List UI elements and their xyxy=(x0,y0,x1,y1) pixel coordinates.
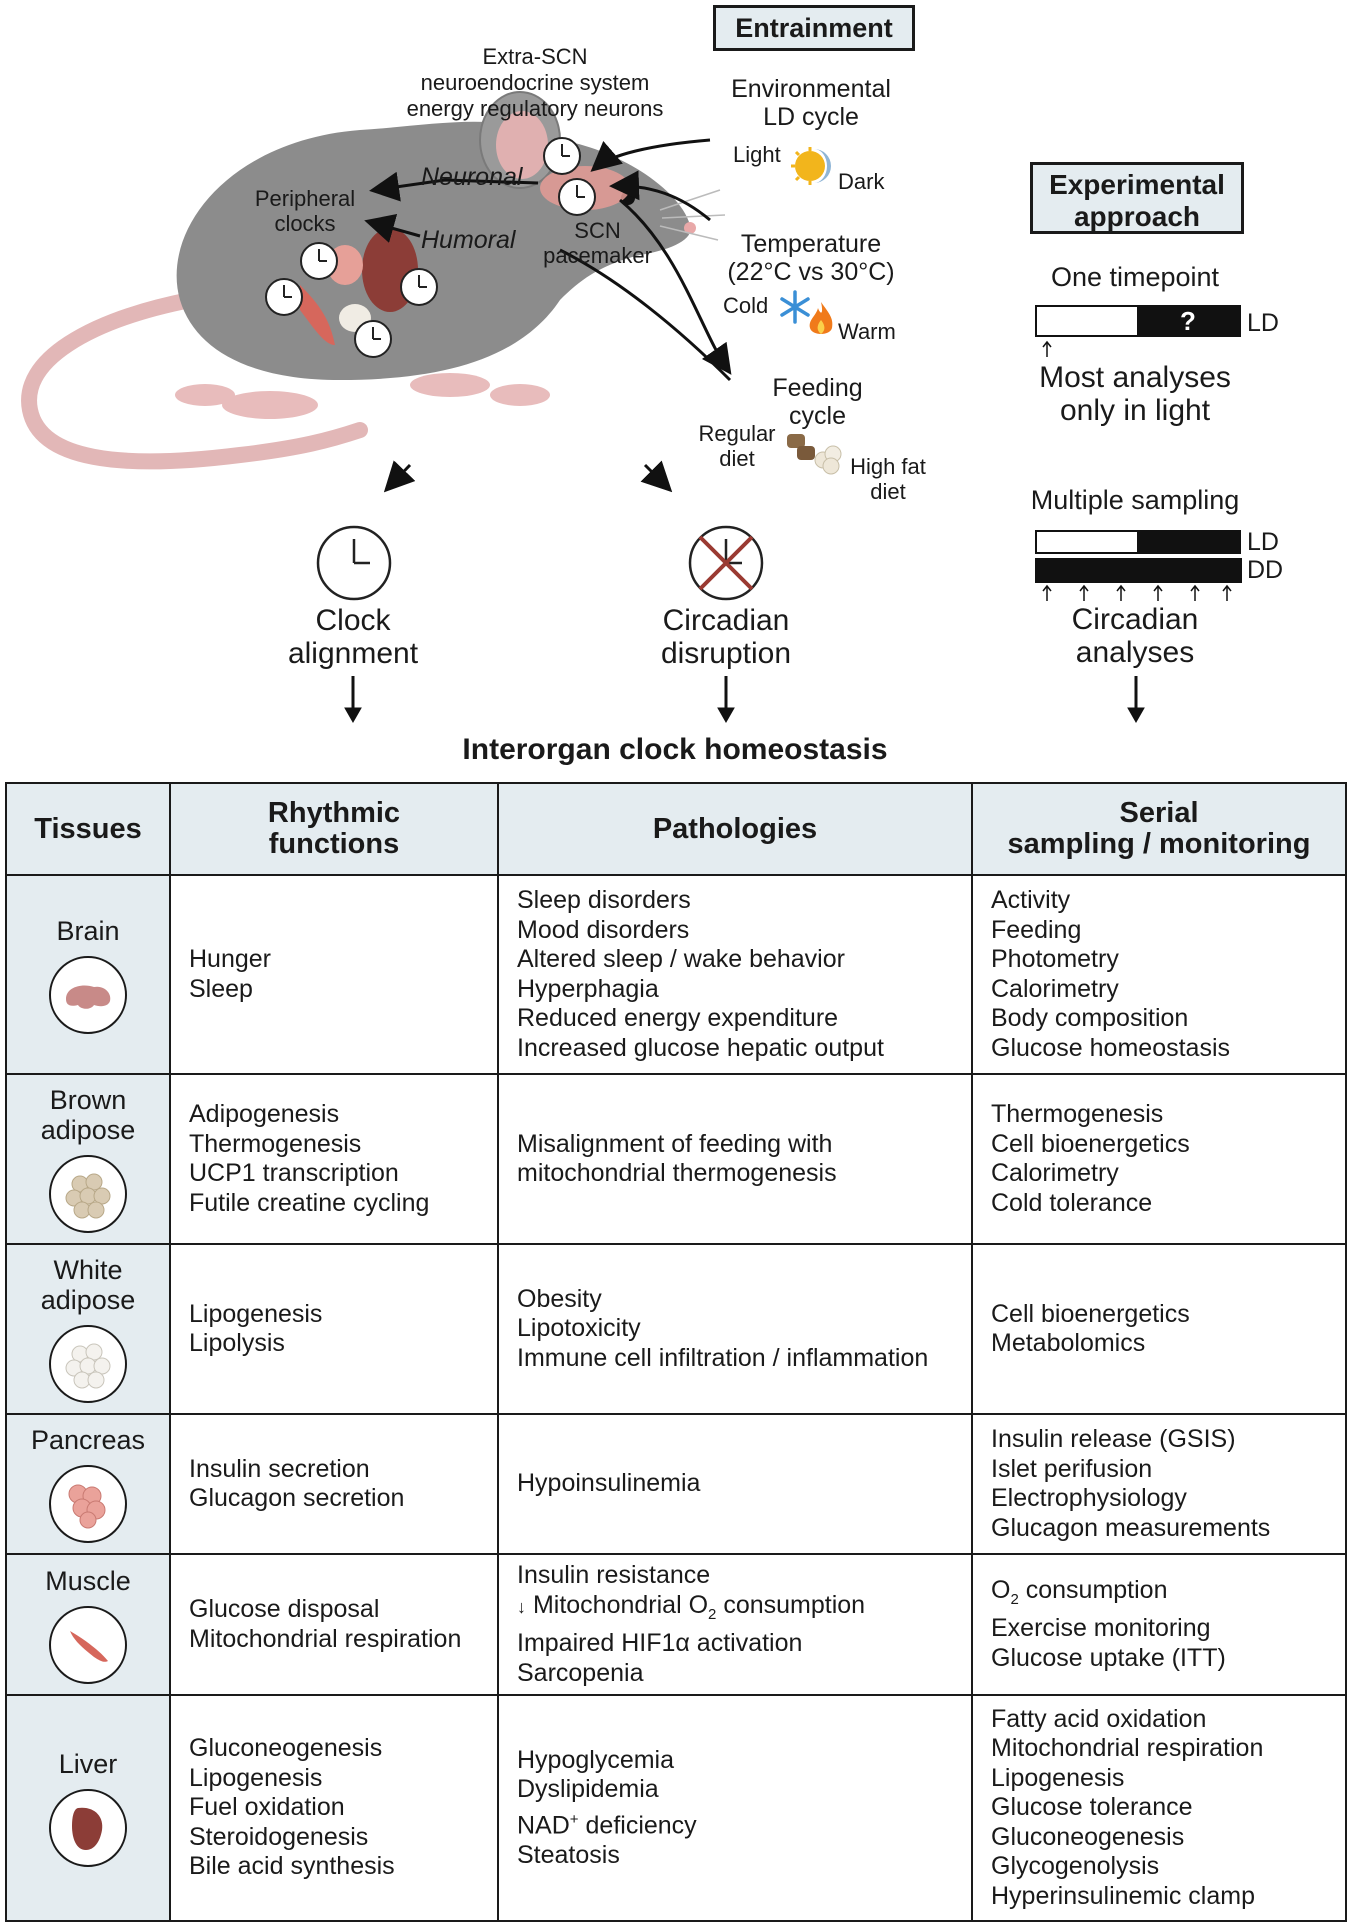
dd-label: DD xyxy=(1247,556,1284,584)
disrupted-clock-icon xyxy=(688,525,764,601)
muscle-pathologies: Insulin resistance ↓ Mitochondrial O2 co… xyxy=(497,1553,973,1696)
brown-adipose-serial: Thermogenesis Cell bioenergetics Calorim… xyxy=(971,1073,1347,1245)
brown-adipose-rhythmic: Adipogenesis Thermogenesis UCP1 transcri… xyxy=(169,1073,499,1245)
feeding-cycle-label: Feeding cycle xyxy=(772,374,863,430)
pancreas-pathologies: Hypoinsulinemia xyxy=(497,1413,973,1555)
environmental-ld-label: Environmental LD cycle xyxy=(731,75,891,131)
header-pathologies: Pathologies xyxy=(497,782,973,876)
tissue-muscle: Muscle xyxy=(5,1553,171,1696)
sampling-ticks xyxy=(1042,584,1232,601)
tissue-brown-adipose: Brown adipose xyxy=(5,1073,171,1245)
cold-label: Cold xyxy=(723,293,769,318)
multiple-sampling-label: Multiple sampling xyxy=(1030,485,1240,515)
peripheral-clocks-label: Peripheral clocks xyxy=(254,186,356,236)
liver-rhythmic: Gluconeogenesis Lipogenesis Fuel oxidati… xyxy=(169,1694,499,1922)
clock-icon xyxy=(265,278,303,316)
muscle-rhythmic: Glucose disposal Mitochondrial respirati… xyxy=(169,1553,499,1696)
table-row: Brain Hunger Sleep Sleep disorders Mood … xyxy=(5,874,1347,1075)
ld-bar-multiple xyxy=(1035,530,1241,554)
table-row: Muscle Glucose disposal Mitochondrial re… xyxy=(5,1553,1347,1696)
experimental-approach-title: Experimental approach xyxy=(1030,162,1244,234)
one-timepoint-label: One timepoint xyxy=(1050,262,1220,292)
clock-alignment-label: Clock alignment xyxy=(287,604,419,670)
table-title: Interorgan clock homeostasis xyxy=(462,733,888,766)
warm-label: Warm xyxy=(838,319,896,344)
snowflake-icon xyxy=(780,290,810,324)
dark-label: Dark xyxy=(838,169,885,194)
entrainment-arrows xyxy=(364,138,1052,493)
brain-pathologies: Sleep disorders Mood disorders Altered s… xyxy=(497,874,973,1075)
liver-pathologies: Hypoglycemia Dyslipidemia NAD+ deficienc… xyxy=(497,1694,973,1922)
high-fat-diet-label: High fat diet xyxy=(850,454,926,504)
muscle-serial: O2 consumption Exercise monitoring Gluco… xyxy=(971,1553,1347,1696)
pancreas-serial: Insulin release (GSIS) Islet perifusion … xyxy=(971,1413,1347,1555)
clock-icon xyxy=(400,268,438,306)
liver-icon xyxy=(49,1789,127,1867)
food-pellet-icon xyxy=(787,434,842,475)
clock-icon xyxy=(543,137,581,175)
pancreas-rhythmic: Insulin secretion Glucagon secretion xyxy=(169,1413,499,1555)
brown-fat-icon xyxy=(49,1155,127,1233)
header-tissues: Tissues xyxy=(5,782,171,876)
regular-diet-label: Regular diet xyxy=(698,421,776,471)
pancreas-icon xyxy=(49,1465,127,1543)
circadian-disruption-label: Circadian disruption xyxy=(660,604,792,670)
table-row: Liver Gluconeogenesis Lipogenesis Fuel o… xyxy=(5,1694,1347,1922)
extra-scn-label: Extra-SCN neuroendocrine system energy r… xyxy=(406,44,664,121)
clock-icon xyxy=(316,525,392,601)
muscle-icon xyxy=(49,1605,127,1684)
neuronal-label: Neuronal xyxy=(421,163,523,191)
brown-adipose-pathologies: Misalignment of feeding with mitochondri… xyxy=(497,1073,973,1245)
header-serial-sampling: Serial sampling / monitoring xyxy=(971,782,1347,876)
brain-serial: Activity Feeding Photometry Calorimetry … xyxy=(971,874,1347,1075)
brain-rhythmic: Hunger Sleep xyxy=(169,874,499,1075)
entrainment-title: Entrainment xyxy=(713,5,915,51)
down-arrows xyxy=(344,676,1145,724)
brain-icon xyxy=(49,955,127,1034)
ld-label: LD xyxy=(1247,309,1279,337)
tissue-pancreas: Pancreas xyxy=(5,1413,171,1555)
white-adipose-serial: Cell bioenergetics Metabolomics xyxy=(971,1243,1347,1415)
scn-pacemaker-label: SCN pacemaker xyxy=(543,218,652,268)
tissue-table: Tissues Rhythmic functions Pathologies S… xyxy=(5,782,1347,1922)
table-row: White adipose Lipogenesis Lipolysis Obes… xyxy=(5,1243,1347,1415)
liver-serial: Fatty acid oxidation Mitochondrial respi… xyxy=(971,1694,1347,1922)
table-row: Brown adipose Adipogenesis Thermogenesis… xyxy=(5,1073,1347,1245)
clock-icon xyxy=(300,242,338,280)
tissue-white-adipose: White adipose xyxy=(5,1243,171,1415)
white-adipose-pathologies: Obesity Lipotoxicity Immune cell infiltr… xyxy=(497,1243,973,1415)
question-mark: ? xyxy=(1137,307,1239,335)
clock-icon xyxy=(558,178,596,216)
tissue-brain: Brain xyxy=(5,874,171,1075)
most-analyses-label: Most analyses only in light xyxy=(1039,361,1231,427)
white-adipose-rhythmic: Lipogenesis Lipolysis xyxy=(169,1243,499,1415)
clock-icon xyxy=(354,320,392,358)
header-rhythmic-functions: Rhythmic functions xyxy=(169,782,499,876)
white-fat-icon xyxy=(49,1325,127,1403)
dd-bar xyxy=(1035,558,1242,583)
table-header-row: Tissues Rhythmic functions Pathologies S… xyxy=(5,782,1347,876)
ld-bar-one-timepoint: ? xyxy=(1035,305,1241,337)
ld-label-2: LD xyxy=(1247,528,1279,556)
entrainment-diagram: Entrainment Extra-SCN neuroendocrine sys… xyxy=(0,0,1350,730)
circadian-analyses-label: Circadian analyses xyxy=(1071,603,1199,669)
tissue-liver: Liver xyxy=(5,1694,171,1922)
temperature-label: Temperature (22°C vs 30°C) xyxy=(727,230,895,286)
flame-icon xyxy=(809,302,833,334)
humoral-label: Humoral xyxy=(421,226,516,254)
light-label: Light xyxy=(733,142,781,167)
table-row: Pancreas Insulin secretion Glucagon secr… xyxy=(5,1413,1347,1555)
sun-moon-icon xyxy=(791,147,831,185)
down-arrow-icon: ↓ xyxy=(517,1596,526,1617)
